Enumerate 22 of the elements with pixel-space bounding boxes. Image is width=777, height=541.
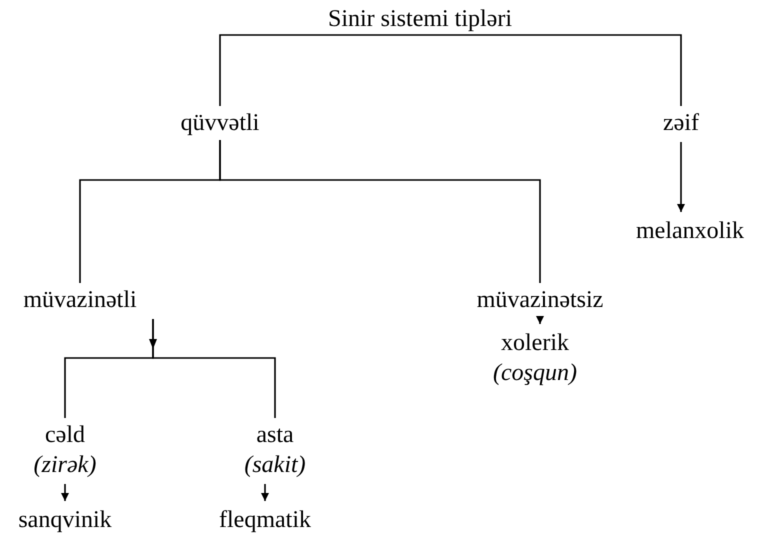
node-label: melanxolik xyxy=(636,217,744,246)
node-label: Sinir sistemi tipləri xyxy=(328,5,512,34)
node-note: (zirək) xyxy=(34,451,96,480)
node-label: sanqvinik xyxy=(18,506,112,535)
arrow xyxy=(261,484,269,501)
node-label: xolerik xyxy=(500,329,570,358)
node-note: (sakit) xyxy=(244,451,306,480)
node-label: asta xyxy=(255,421,295,450)
arrow xyxy=(536,316,544,324)
connector-line xyxy=(152,319,276,418)
node-label: müvazinətli xyxy=(23,286,137,315)
arrow xyxy=(61,484,69,501)
node-label: zəif xyxy=(663,109,699,138)
node-label: müvazinətsiz xyxy=(476,286,604,315)
node-label: cəld xyxy=(44,421,86,450)
node-label: fleqmatik xyxy=(219,506,311,535)
connector-line xyxy=(219,34,420,106)
node-label: qüvvətli xyxy=(180,109,260,138)
arrow xyxy=(677,142,685,212)
node-note: (coşqun) xyxy=(493,359,577,388)
connector-line xyxy=(420,34,682,106)
connector-line xyxy=(219,140,541,283)
